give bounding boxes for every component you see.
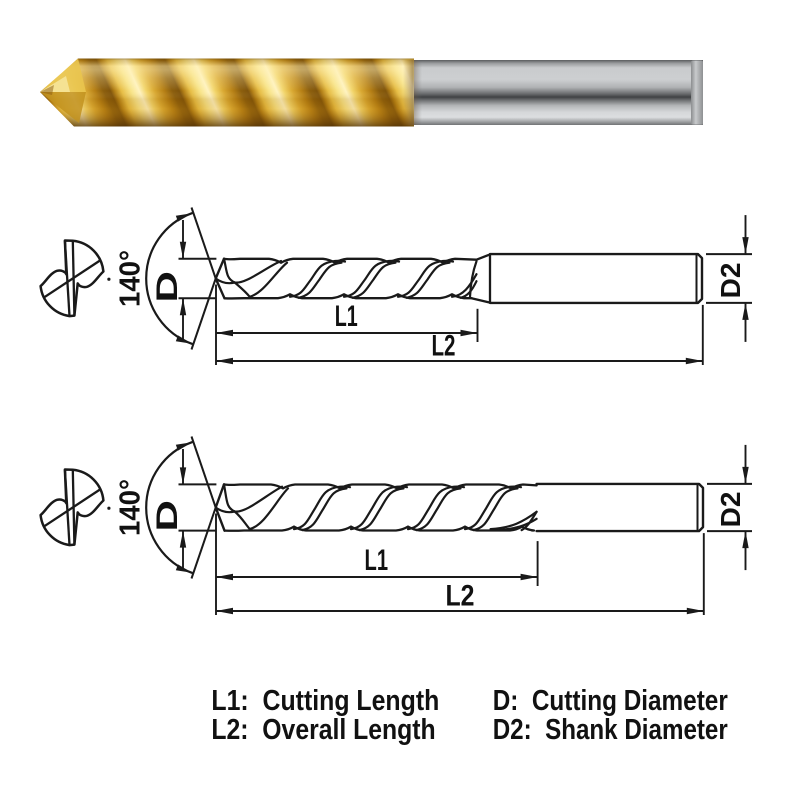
svg-text:L1: L1 <box>365 544 389 577</box>
svg-text:D2: D2 <box>715 263 746 299</box>
svg-text:L1: L1 <box>335 300 358 333</box>
svg-text:D2: D2 <box>715 492 746 528</box>
svg-text:140°: 140° <box>113 479 146 536</box>
svg-text:D2: Shank Diameter: D2: Shank Diameter <box>493 714 728 746</box>
svg-text:140°: 140° <box>113 250 146 307</box>
svg-text:L2: L2 <box>446 580 475 613</box>
svg-text:D: D <box>150 500 184 531</box>
svg-text:L1: Cutting Length: L1: Cutting Length <box>211 685 439 717</box>
svg-text:L2: Overall Length: L2: Overall Length <box>211 714 435 746</box>
svg-text:D: Cutting Diameter: D: Cutting Diameter <box>493 685 728 717</box>
svg-text:D: D <box>150 271 184 302</box>
svg-text:L2: L2 <box>432 330 456 363</box>
